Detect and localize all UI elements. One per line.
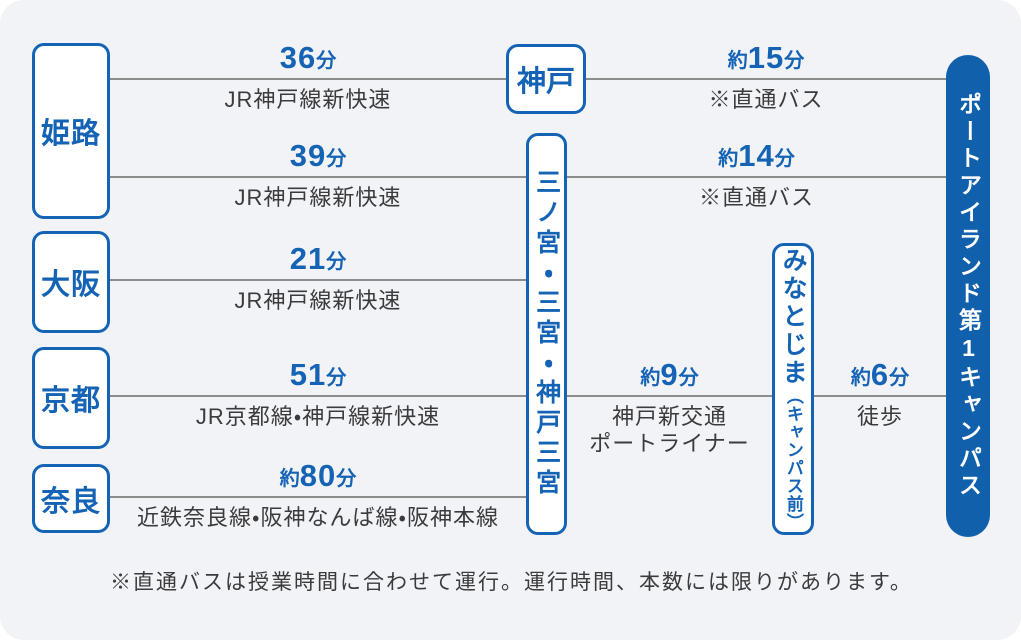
route-line [110,496,526,498]
time-prefix: 約 [279,468,300,490]
station-sannomiya: 三ノ宮・三宮・神戸三宮 [526,133,567,535]
time-unit: 分 [678,367,699,389]
time-value: 80 [299,458,337,493]
time-unit: 分 [326,367,347,389]
route-via: 近鉄奈良線・阪神なんば線・阪神本線 [137,504,499,530]
station-label: 姫路 [40,118,101,150]
station-kyoto: 京都 [32,347,110,449]
station-sublabel: （キャンパス前） [783,387,803,531]
station-label: 神戸 [516,66,575,98]
station-nara: 奈良 [32,464,110,533]
route-via: JR神戸線新快速 [234,287,402,313]
route-line [567,176,946,178]
time-prefix: 約 [640,367,661,389]
time-unit: 分 [774,148,795,170]
route-via: 神戸新交通 [611,403,727,429]
terminal-campus: ポートアイランド第1キャンパス [946,55,990,537]
time-value: 36 [279,40,317,75]
time-value: 21 [289,241,327,276]
route-via: ※直通バス [708,86,824,112]
route-via: 徒歩 [856,403,903,429]
station-kobe: 神戸 [506,44,586,114]
station-label: 奈良 [40,485,101,518]
time-unit: 分 [336,468,357,490]
time-prefix: 約 [850,367,871,389]
station-label: 大阪 [40,269,101,301]
time-prefix: 約 [718,148,739,170]
station-osaka: 大阪 [32,231,110,333]
time-prefix: 約 [727,50,748,72]
footnote: ※直通バスは授業時間に合わせて運行。運行時間、本数には限りがあります。 [110,571,913,594]
route-line [110,78,506,80]
route-line [110,176,526,178]
campus-label: ポートアイランド第1キャンパス [955,92,982,500]
route-line [586,78,946,80]
route-via: JR神戸線新快速 [224,86,392,112]
time-unit: 分 [326,251,347,273]
station-himeji: 姫路 [32,43,110,219]
station-label: みなとじま [779,247,808,387]
route-via: JR京都線・神戸線新快速 [195,403,441,429]
time-unit: 分 [889,367,910,389]
route-via: JR神戸線新快速 [234,184,402,210]
time-value: 14 [738,138,775,173]
station-minatojima: みなとじま （キャンパス前） [772,243,814,535]
route-via: ※直通バス [698,184,814,210]
time-unit: 分 [316,50,337,72]
time-value: 51 [289,357,327,392]
route-via-line2: ポートライナー [589,431,750,456]
time-unit: 分 [326,148,347,170]
time-unit: 分 [784,50,805,72]
time-value: 39 [289,138,327,173]
time-value: 6 [870,357,890,392]
route-line [814,395,946,397]
time-value: 15 [747,40,785,75]
route-line [110,395,526,397]
route-line [110,279,526,281]
route-line [567,395,772,397]
time-value: 9 [660,357,679,392]
station-label: 三ノ宮・三宮・神戸三宮 [532,169,561,499]
station-label: 京都 [40,385,101,417]
